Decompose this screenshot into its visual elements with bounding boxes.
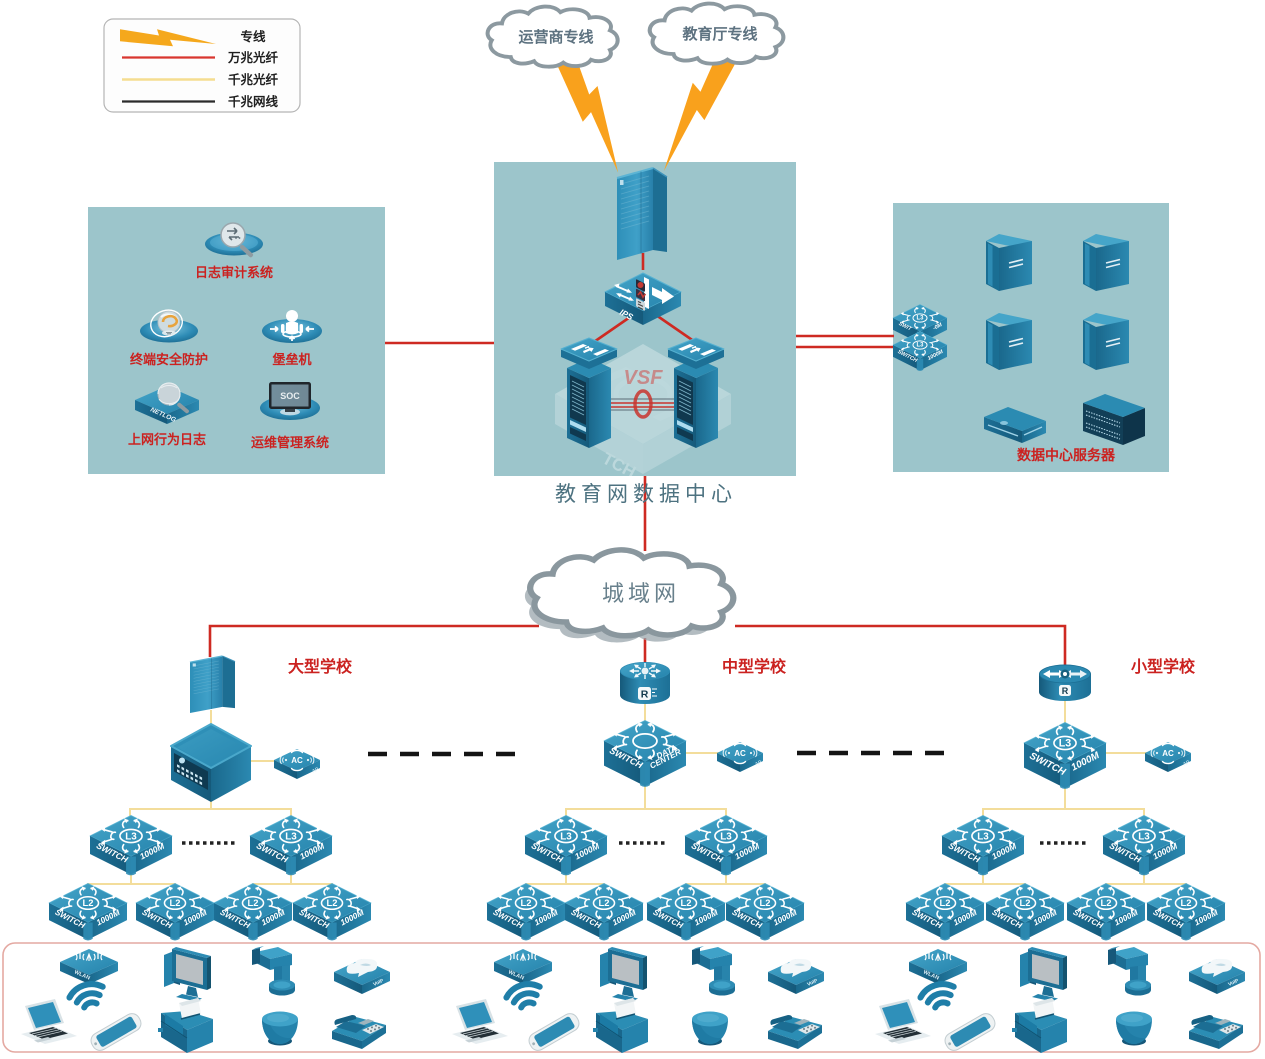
svg-text:L2: L2 [760, 898, 771, 908]
svg-text:SOC: SOC [280, 391, 300, 401]
svg-text:堡垒机: 堡垒机 [272, 352, 311, 367]
svg-text:教育网数据中心: 教育网数据中心 [555, 483, 737, 506]
svg-text:中型学校: 中型学校 [722, 657, 787, 676]
svg-text:L3: L3 [1138, 831, 1150, 842]
svg-text:上网行为日志: 上网行为日志 [128, 432, 206, 447]
svg-text:SWIT: SWIT [897, 321, 912, 333]
svg-text:L3: L3 [720, 831, 732, 842]
svg-text:城域网: 城域网 [602, 581, 680, 606]
svg-text:-0M: -0M [932, 322, 943, 332]
svg-text:L3: L3 [917, 342, 925, 348]
svg-text:教育厅专线: 教育厅专线 [681, 25, 757, 43]
svg-text:L2: L2 [681, 898, 692, 908]
svg-text:L3: L3 [917, 315, 925, 321]
svg-text:终端安全防护: 终端安全防护 [130, 352, 208, 367]
svg-text:专线: 专线 [240, 29, 266, 44]
svg-text:L2: L2 [521, 898, 532, 908]
svg-text:大型学校: 大型学校 [288, 657, 353, 676]
svg-text:L2: L2 [1020, 898, 1031, 908]
svg-text:千兆光纤: 千兆光纤 [228, 72, 279, 87]
svg-text:L2: L2 [170, 898, 181, 908]
svg-text:L2: L2 [940, 898, 951, 908]
svg-text:L2: L2 [248, 898, 259, 908]
svg-text:L3: L3 [1059, 738, 1072, 750]
svg-text:L2: L2 [599, 898, 610, 908]
svg-text:L3: L3 [125, 831, 137, 842]
svg-text:VSF: VSF [624, 367, 664, 389]
svg-text:L3: L3 [560, 831, 572, 842]
svg-text:L3: L3 [285, 831, 297, 842]
svg-text:运维管理系统: 运维管理系统 [251, 435, 329, 450]
svg-text:小型学校: 小型学校 [1131, 657, 1196, 676]
svg-text:L3: L3 [977, 831, 989, 842]
svg-text:L2: L2 [83, 898, 94, 908]
svg-text:千兆网线: 千兆网线 [228, 94, 279, 109]
svg-text:L2: L2 [1181, 898, 1192, 908]
svg-text:数据中心服务器: 数据中心服务器 [1017, 447, 1116, 463]
svg-text:运营商专线: 运营商专线 [518, 28, 593, 46]
svg-text:L2: L2 [1101, 898, 1112, 908]
svg-text:万兆光纤: 万兆光纤 [227, 50, 279, 65]
svg-text:L2: L2 [327, 898, 338, 908]
svg-text:日志审计系统: 日志审计系统 [195, 265, 273, 280]
